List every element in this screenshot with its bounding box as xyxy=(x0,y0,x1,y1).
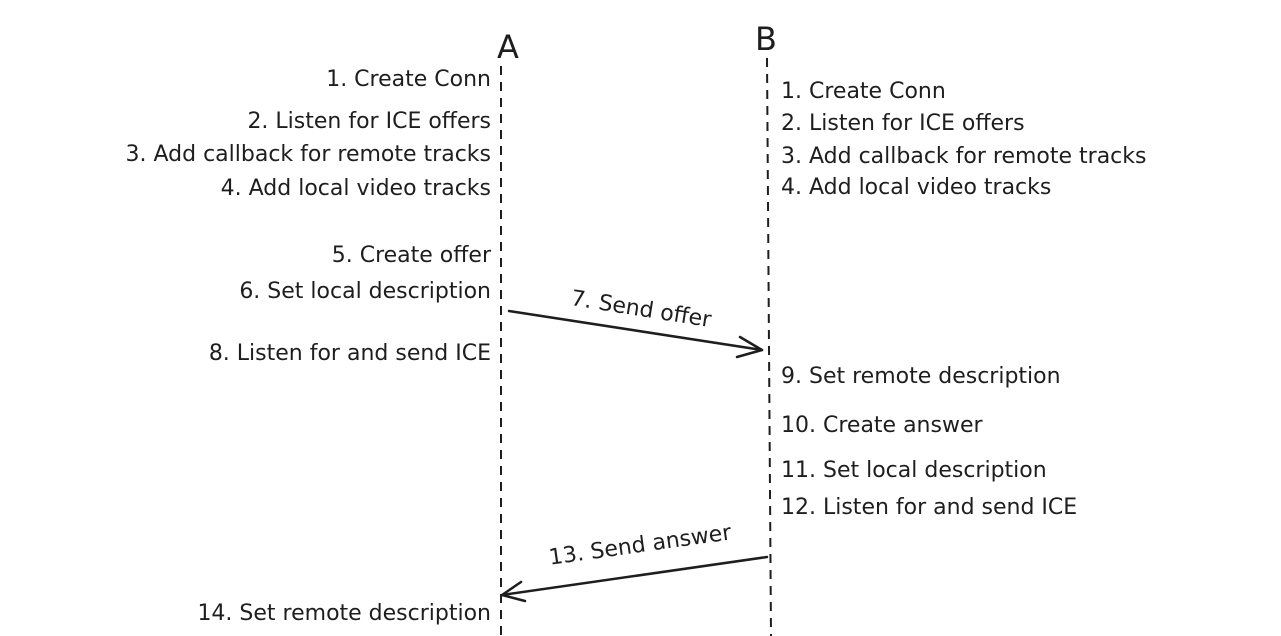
arrow-send-offer xyxy=(507,309,764,352)
step-a-create-offer: 5. Create offer xyxy=(332,243,492,268)
arrowhead-send-offer xyxy=(735,335,764,359)
message-send-offer: 7. Send offer xyxy=(507,286,764,359)
message-send-offer-label: 7. Send offer xyxy=(569,286,714,333)
message-send-answer: 13. Send answer xyxy=(500,520,769,603)
step-a-set-local-description: 6. Set local description xyxy=(239,279,491,304)
actor-b-label: B xyxy=(755,20,777,58)
step-b-add-callback: 3. Add callback for remote tracks xyxy=(781,144,1146,169)
step-b-listen-ice-offers: 2. Listen for ICE offers xyxy=(781,111,1025,136)
step-b-create-answer: 10. Create answer xyxy=(781,413,983,438)
step-b-add-local-tracks: 4. Add local video tracks xyxy=(781,175,1051,200)
step-b-listen-send-ice: 12. Listen for and send ICE xyxy=(781,495,1077,520)
step-a-add-callback: 3. Add callback for remote tracks xyxy=(126,142,491,167)
step-a-set-remote-description: 14. Set remote description xyxy=(197,601,491,626)
step-a-listen-send-ice: 8. Listen for and send ICE xyxy=(209,341,491,366)
step-b-create-conn: 1. Create Conn xyxy=(781,79,946,104)
step-b-set-remote-description: 9. Set remote description xyxy=(781,364,1061,389)
step-a-add-local-tracks: 4. Add local video tracks xyxy=(221,176,491,201)
arrowhead-send-answer xyxy=(500,580,527,603)
actor-a-label: A xyxy=(497,28,519,66)
arrow-send-answer xyxy=(500,555,769,597)
step-a-create-conn: 1. Create Conn xyxy=(326,67,491,92)
lifeline-b xyxy=(766,57,772,636)
message-send-answer-label: 13. Send answer xyxy=(547,520,733,570)
step-a-listen-ice-offers: 2. Listen for ICE offers xyxy=(247,109,491,134)
step-b-set-local-description: 11. Set local description xyxy=(781,458,1047,483)
